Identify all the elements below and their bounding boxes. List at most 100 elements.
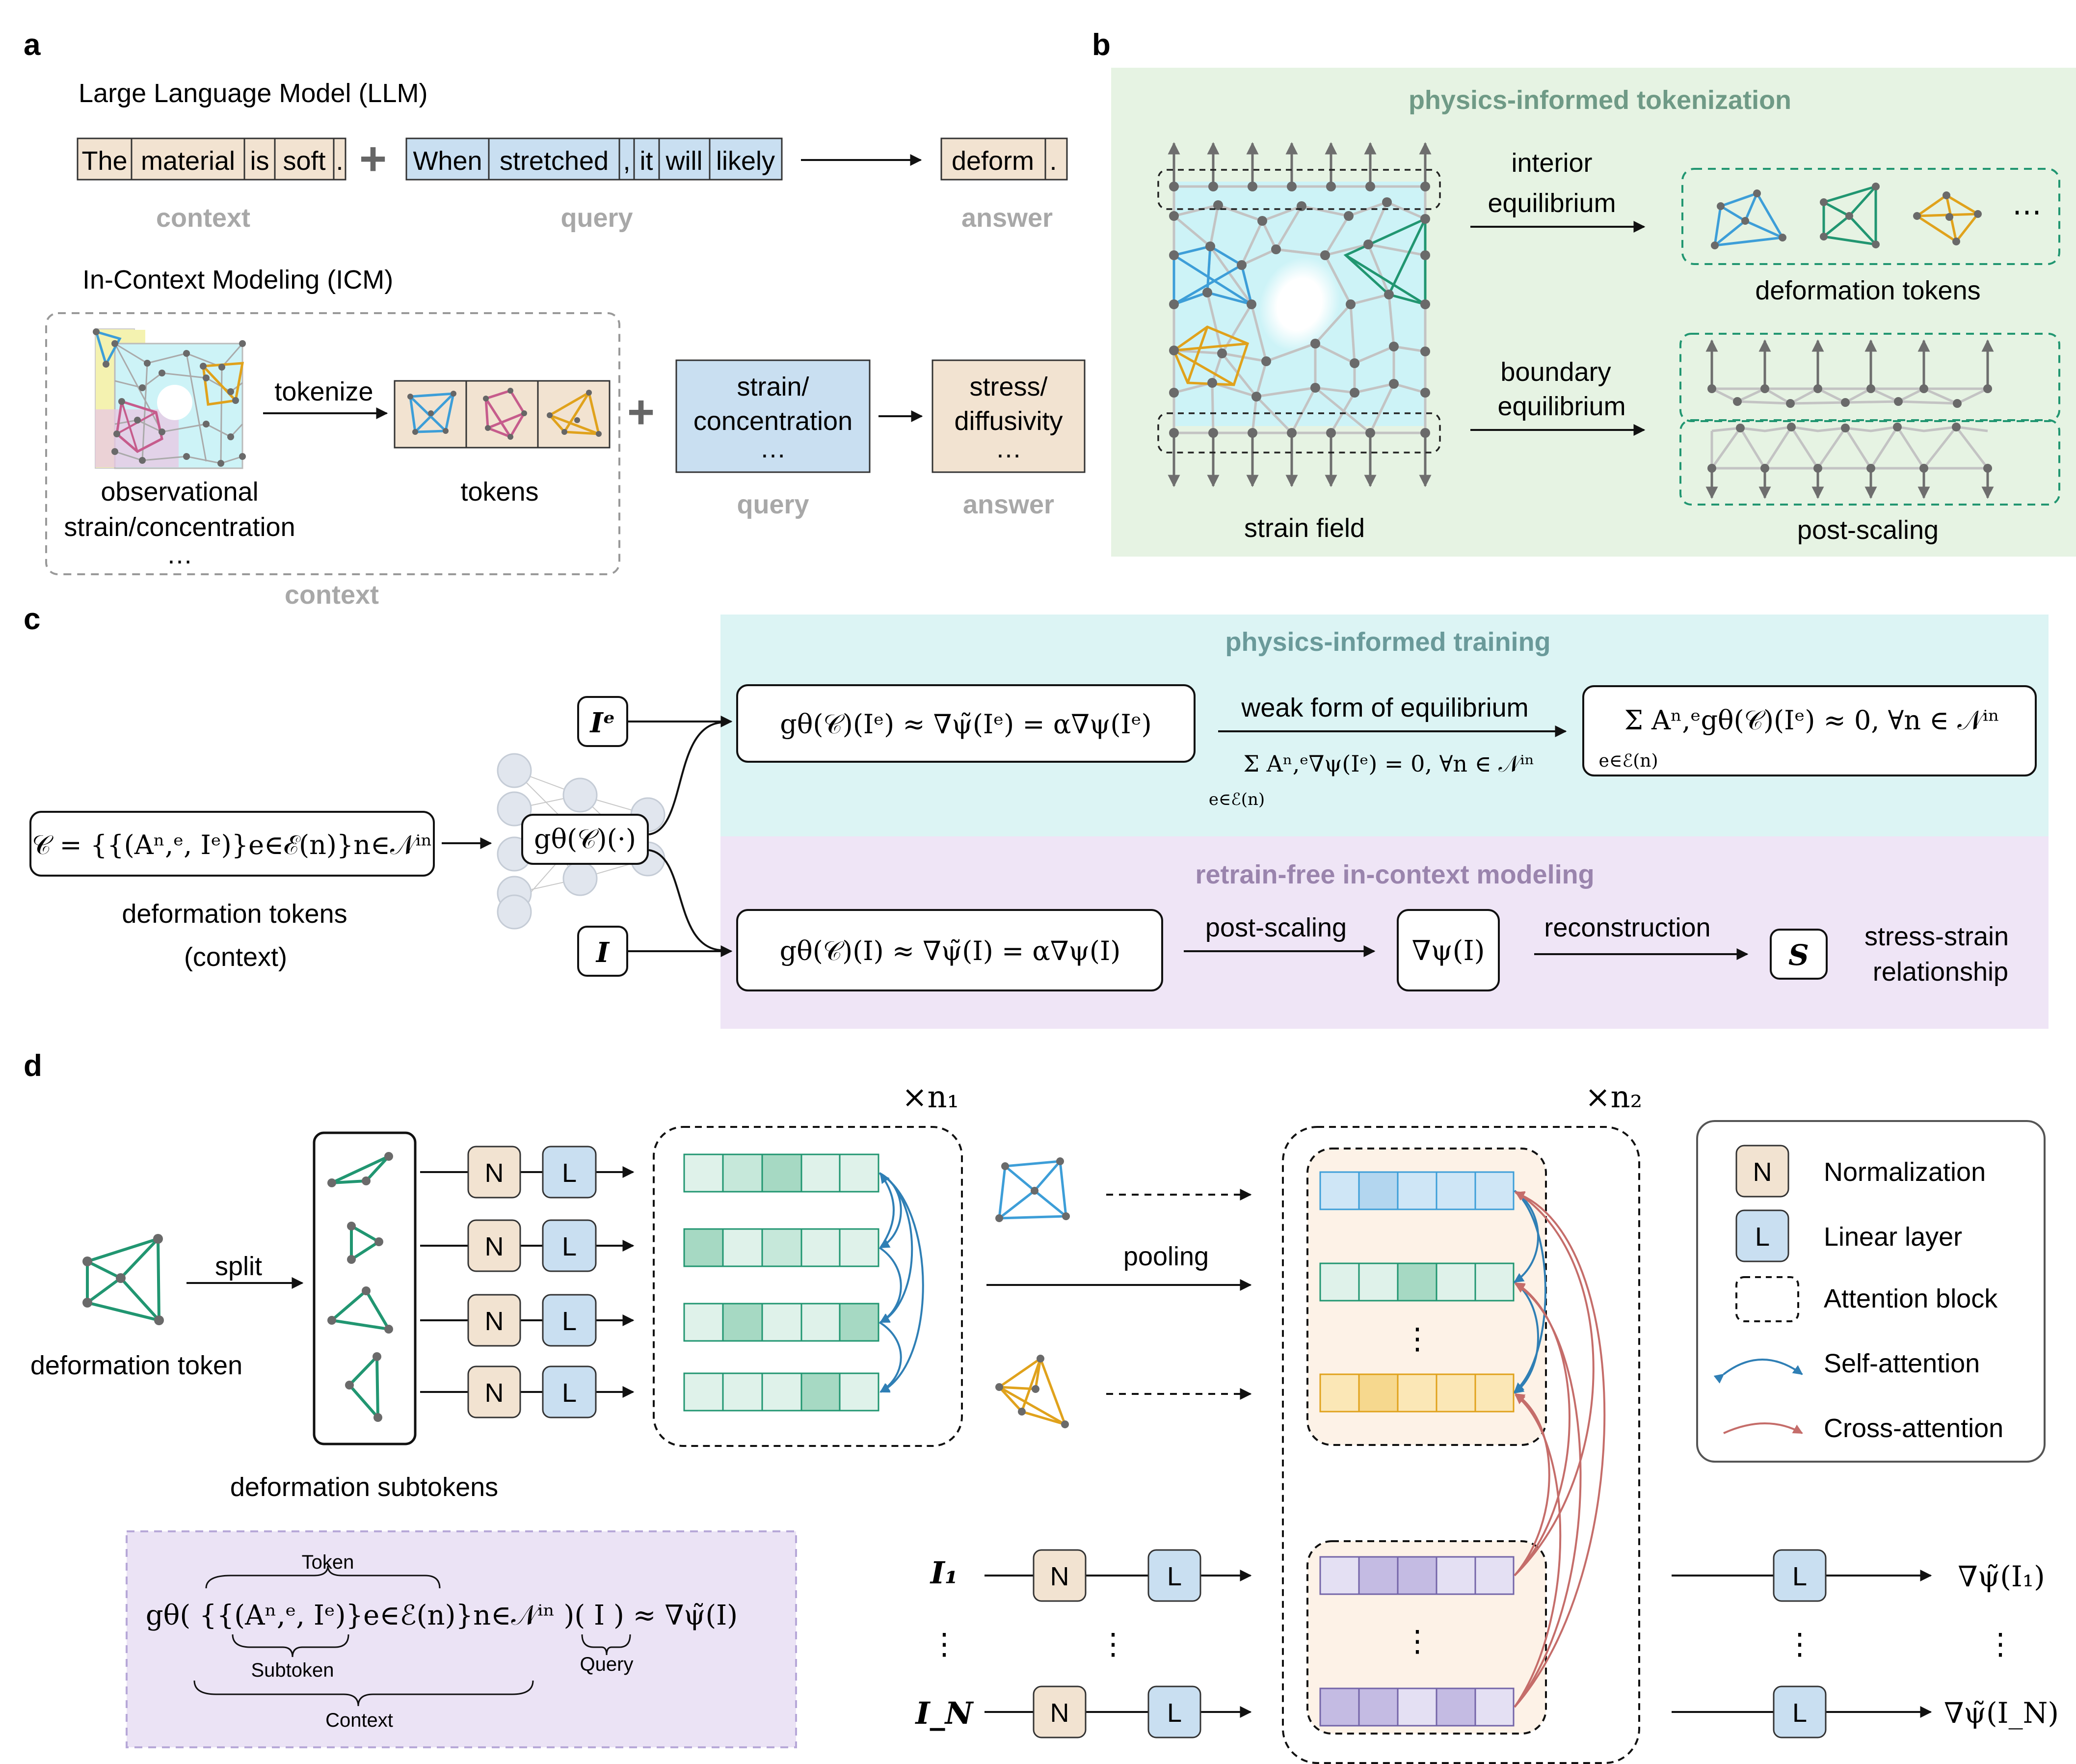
llm-context-label: context <box>156 203 250 233</box>
S-box <box>1770 929 1828 980</box>
post-scaling-label: post-scaling <box>1205 913 1347 942</box>
train-eq: gθ(𝒞)(Iᵉ) ≈ ∇ψ̃(Iᵉ) = α∇ψ(Iᵉ) <box>780 709 1151 740</box>
linear-label: L <box>1167 1562 1182 1591</box>
context-formula-box <box>29 811 435 877</box>
formula-box <box>126 1530 797 1748</box>
n1-label: ×n₁ <box>902 1079 959 1115</box>
icm-token-boxes <box>394 380 611 449</box>
deformation-token-label: deformation token <box>30 1351 242 1380</box>
plus-sign: + <box>359 133 387 185</box>
query-vdots: ⋮ <box>1403 1625 1432 1657</box>
query-nl-vdots: ⋮ <box>1098 1628 1128 1660</box>
icm-title: In-Context Modeling (ICM) <box>82 265 393 294</box>
weak-eq-sub: e∈ℰ(n) <box>1209 790 1265 809</box>
norm-label: N <box>485 1307 504 1336</box>
subtoken-embeddings <box>683 1153 879 1412</box>
icm-context-frame <box>45 312 620 575</box>
cross-attention-arcs <box>1514 1191 1606 1708</box>
llm-context-tokens: The material is soft . <box>77 137 346 181</box>
input-Ie: Iᵉ <box>589 707 615 739</box>
observational-mesh <box>93 328 246 469</box>
legend-linear-swatch <box>1735 1209 1789 1262</box>
tokens-label: tokens <box>460 477 538 507</box>
output-N: ∇ψ̃(I_N) <box>1944 1696 2059 1730</box>
llm-context-token: is <box>250 146 269 176</box>
linear-label: L <box>562 1378 577 1408</box>
observational-label-3: … <box>166 540 193 569</box>
llm-context-token: soft <box>283 146 325 176</box>
icm-answer-line: diffusivity <box>954 406 1063 436</box>
net-label: gθ(𝒞)(·) <box>534 824 636 855</box>
tokenization-title: physics-informed tokenization <box>1409 85 1791 115</box>
pooled-token-blue <box>995 1157 1070 1222</box>
icm-answer-box <box>932 359 1086 473</box>
deformation-tokens-label: deformation tokens <box>122 899 347 929</box>
llm-context-token: The <box>81 146 127 176</box>
llm-query-token: , <box>623 146 630 176</box>
llm-answer-label: answer <box>961 203 1053 233</box>
brace-context <box>193 1680 534 1707</box>
icm-context-label: context <box>285 580 379 610</box>
grad-box <box>1397 909 1500 991</box>
grad-label: ∇ψ(I) <box>1412 935 1485 967</box>
linear-label: L <box>562 1158 577 1188</box>
brace-context-label: Context <box>325 1710 393 1731</box>
attention-block-2 <box>1282 1126 1640 1764</box>
result-eq-box <box>1582 685 2037 776</box>
llm-query-token: will <box>665 146 703 176</box>
query-I1: I₁ <box>930 1555 958 1591</box>
strain-field-label: strain field <box>1244 513 1365 543</box>
observational-label-1: observational <box>101 477 258 507</box>
attention-block-1 <box>653 1126 963 1447</box>
linear-label: L <box>562 1307 577 1336</box>
formula-text: gθ( {{(Aⁿ,ᵉ, Iᵉ)}e∈ℰ(n)}n∈𝒩ⁱⁿ )( I ) ≈ ∇… <box>146 1600 738 1631</box>
boundary-tokens <box>1705 339 1994 499</box>
query-input-vdots: ⋮ <box>930 1628 959 1660</box>
deformation-tokens-frame <box>1681 168 2060 265</box>
split-label: split <box>215 1252 262 1281</box>
subtoken-icons <box>328 1155 392 1422</box>
brace-query <box>581 1634 631 1656</box>
norm-label: N <box>485 1378 504 1408</box>
legend-self-label: Self-attention <box>1824 1349 1980 1378</box>
icm-query-label: query <box>737 490 809 519</box>
interior-label-1: interior <box>1511 148 1592 178</box>
llm-answer-token: deform <box>952 146 1034 176</box>
training-title: physics-informed training <box>1225 627 1550 657</box>
panel-b: physics-informed tokenization <box>1111 68 2076 557</box>
norm-label: N <box>485 1232 504 1261</box>
panel-letter-b: b <box>1092 28 1111 62</box>
brace-query-label: Query <box>580 1654 634 1675</box>
token-embeddings <box>1319 1171 1515 1413</box>
self-attention-arcs-1 <box>878 1172 924 1393</box>
llm-query-token: it <box>640 146 653 176</box>
legend-cross-label: Cross-attention <box>1824 1414 2003 1443</box>
legend-self-attention-arc <box>1713 1359 1803 1384</box>
infer-eq-box <box>736 909 1163 991</box>
icm-query-line: concentration <box>693 406 852 436</box>
llm-answer-token: . <box>1049 146 1057 176</box>
norm-label: N <box>485 1158 504 1188</box>
query-rows <box>985 1570 1252 1718</box>
subtoken-embedding-rows: N L N L N L N L <box>420 1146 635 1418</box>
icm-query-line: … <box>760 434 786 463</box>
panel-letter-d: d <box>24 1049 42 1083</box>
linear-label: L <box>1792 1562 1807 1591</box>
llm-context-token: . <box>336 146 343 176</box>
llm-query-tokens: When stretched , it will likely <box>405 137 783 181</box>
stress-label-2: relationship <box>1873 957 2008 987</box>
interior-label-2: equilibrium <box>1488 188 1616 218</box>
output-1: ∇ψ̃(I₁) <box>1958 1560 2045 1593</box>
icm-query-box <box>675 359 871 473</box>
pooling-label: pooling <box>1123 1242 1209 1271</box>
panel-d: ×n₁ ×n₂ deformation token split deformat… <box>30 1079 2059 1764</box>
legend-norm-key: N <box>1753 1157 1772 1187</box>
post-scaling-label: post-scaling <box>1797 515 1939 545</box>
llm-answer-tokens: deform . <box>940 137 1068 181</box>
linear-label: L <box>1792 1698 1807 1728</box>
llm-context-token: material <box>141 146 235 176</box>
llm-query-token: stretched <box>500 146 609 176</box>
observational-label-2: strain/concentration <box>64 512 295 542</box>
output-vdots: ⋮ <box>1986 1628 2015 1660</box>
